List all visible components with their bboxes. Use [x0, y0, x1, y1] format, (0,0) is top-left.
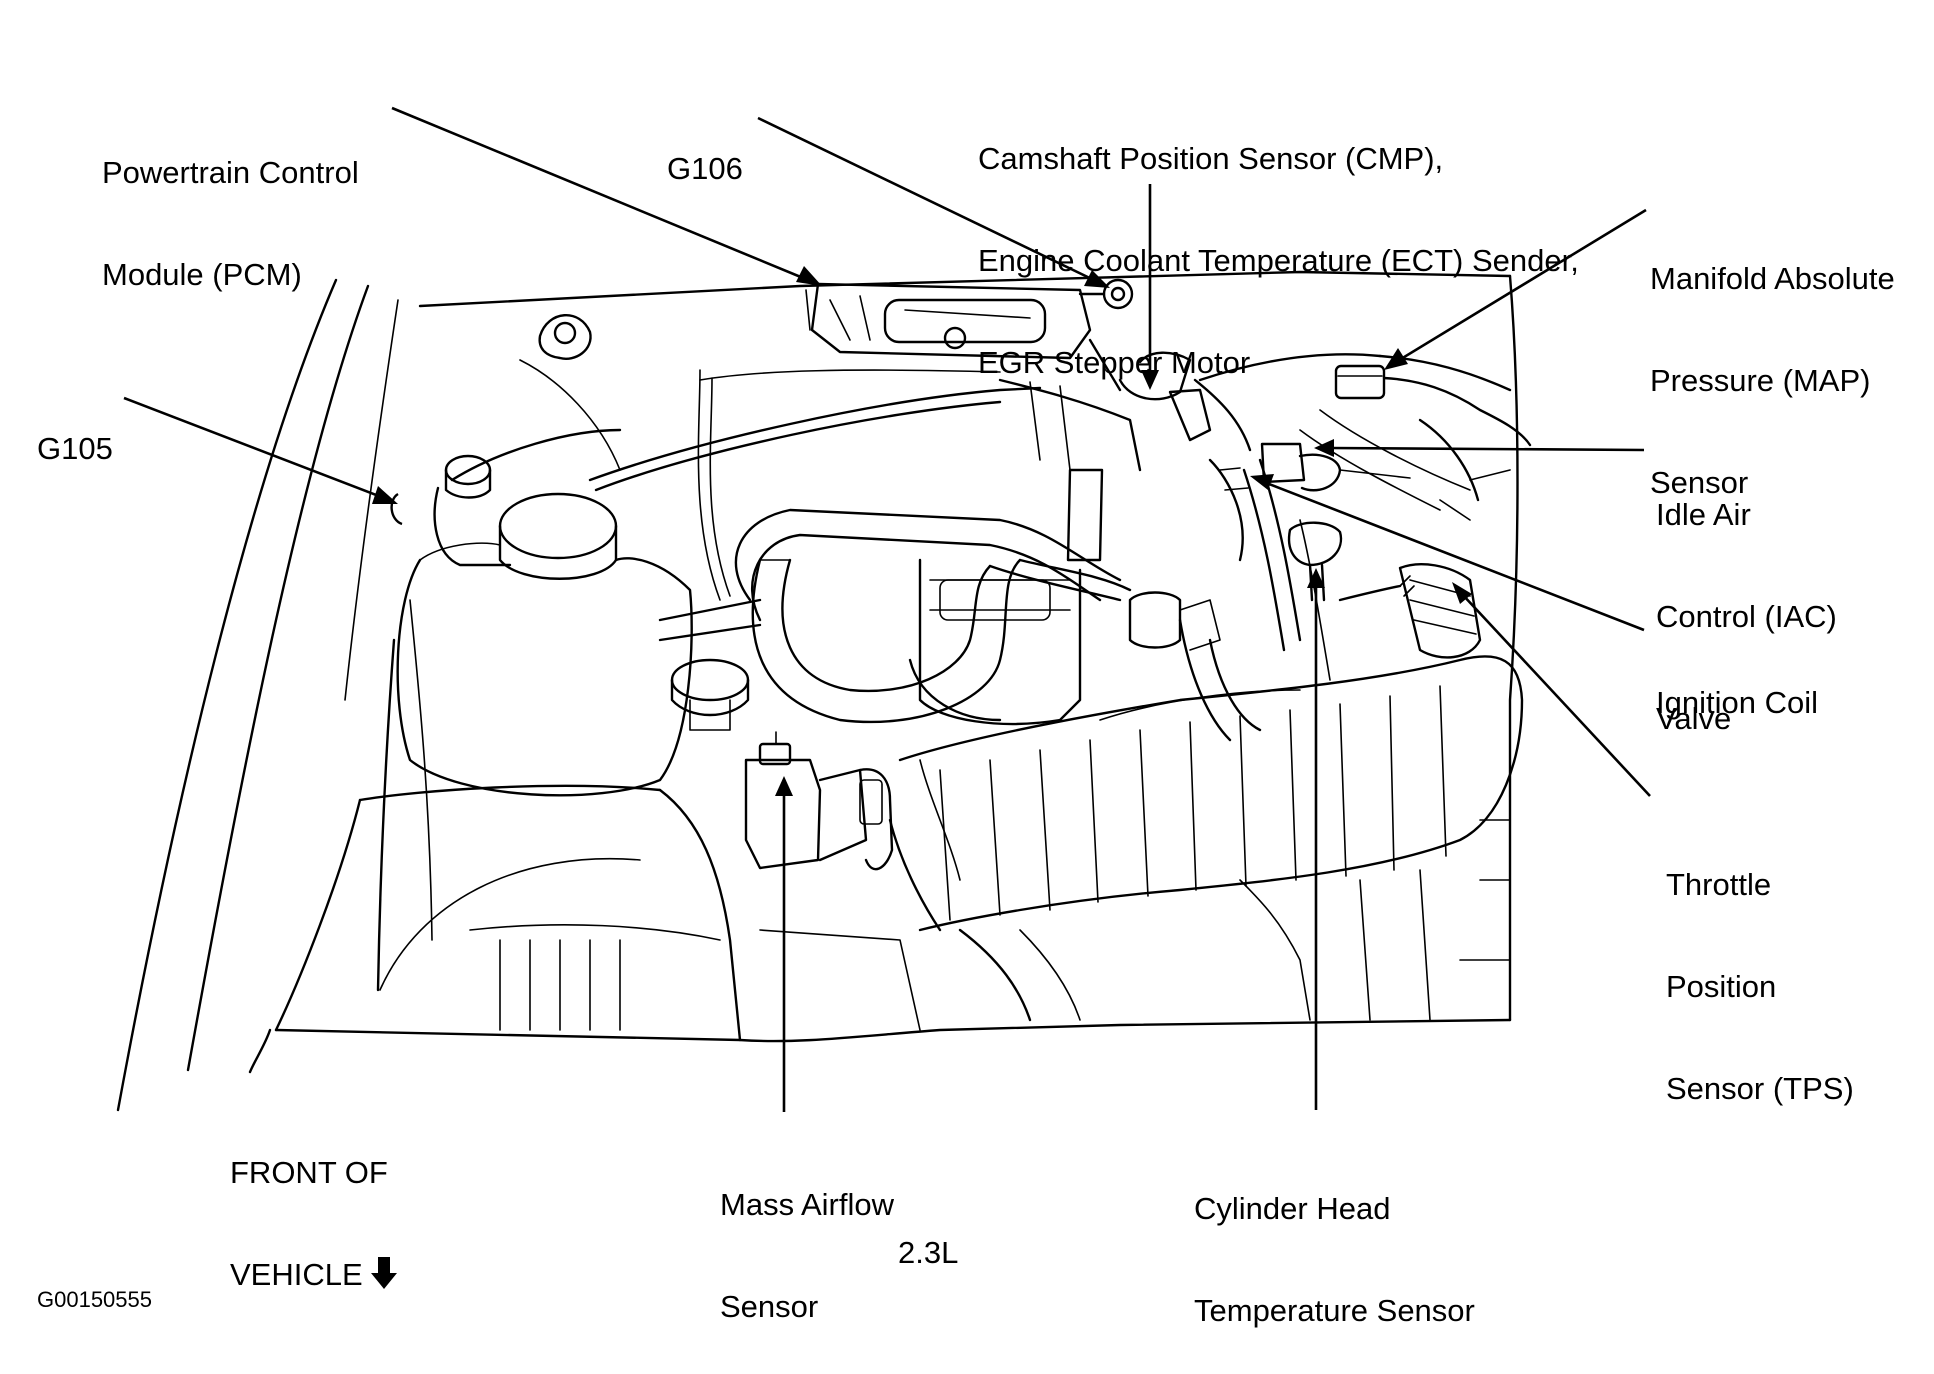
engine-block — [918, 558, 1082, 726]
label-map: Manifold Absolute Pressure (MAP) Sensor — [1650, 194, 1895, 534]
label-iac: Idle Air Control (IAC) Valve — [1656, 430, 1837, 770]
ignition-coil-arrowhead — [1250, 474, 1274, 490]
cmp-arrowhead — [1141, 370, 1159, 390]
label-map-line-1: Manifold Absolute — [1650, 261, 1895, 296]
coolant-reservoir — [396, 557, 693, 797]
label-maf-line-1: Mass Airflow — [720, 1187, 894, 1222]
engine-label: 2.3L — [898, 1235, 959, 1270]
label-map-line-3: Sensor — [1650, 465, 1749, 500]
label-pcm: Powertrain Control Module (PCM) — [102, 88, 359, 326]
air-intake-duct — [898, 655, 1524, 932]
label-cmp-line-1: Camshaft Position Sensor (CMP), — [978, 141, 1444, 176]
label-pcm-line-2: Module (PCM) — [102, 257, 302, 292]
label-front-of-vehicle: FRONT OF VEHICLE — [230, 1088, 397, 1326]
label-iac-line-3: Valve — [1656, 701, 1732, 736]
label-tps-line-2: Position — [1666, 969, 1777, 1004]
g105-arrowhead — [372, 486, 398, 504]
pcm-arrowhead — [796, 266, 822, 286]
label-chts-line-2: Temperature Sensor — [1194, 1293, 1475, 1328]
label-g106: G106 — [667, 84, 743, 220]
leader-lines — [123, 106, 1651, 1112]
upper-hose — [588, 386, 1042, 482]
map-leader — [1395, 208, 1647, 364]
label-chts-line-1: Cylinder Head — [1194, 1191, 1391, 1226]
left-fender-inner — [186, 284, 370, 1072]
iac-leader — [1329, 446, 1645, 452]
label-cmp: Camshaft Position Sensor (CMP), Engine C… — [978, 74, 1579, 414]
label-front-line-2-text: VEHICLE — [230, 1257, 363, 1292]
label-front-line-1: FRONT OF — [230, 1155, 388, 1190]
distributor-cap — [670, 658, 750, 702]
throttle-body — [1398, 563, 1482, 659]
label-tps-line-3: Sensor (TPS) — [1666, 1071, 1854, 1106]
label-front-line-2: VEHICLE — [230, 1257, 397, 1292]
g105-leader — [123, 396, 385, 500]
map-arrowhead — [1384, 348, 1408, 370]
label-pcm-line-1: Powertrain Control — [102, 155, 359, 190]
coolant-reservoir-cap — [498, 492, 618, 560]
label-iac-line-2: Control (IAC) — [1656, 599, 1837, 634]
label-tps: Throttle Position Sensor (TPS) — [1666, 800, 1854, 1140]
pcm-leader — [391, 106, 809, 282]
label-maf-line-2: Sensor — [720, 1289, 819, 1324]
label-ignition-coil-line-1: Ignition Coil — [1656, 685, 1818, 720]
chts-arrowhead — [1307, 568, 1325, 588]
fender-lip — [248, 1028, 272, 1074]
tps-leader — [1461, 593, 1651, 797]
label-g106-line-1: G106 — [667, 151, 743, 186]
label-cmp-line-3: EGR Stepper Motor — [978, 345, 1251, 380]
tps-arrowhead — [1452, 582, 1472, 604]
left-fender-outer — [116, 278, 338, 1112]
ignition-coil-leader — [1263, 480, 1645, 632]
g106-leader — [757, 116, 1099, 284]
label-maf: Mass Airflow Sensor — [720, 1120, 894, 1358]
label-chts: Cylinder Head Temperature Sensor — [1194, 1124, 1475, 1362]
label-ignition-coil: Ignition Coil — [1656, 618, 1818, 754]
pcm-module — [810, 282, 1092, 360]
label-g105-line-1: G105 — [37, 431, 113, 466]
g106-arrowhead — [1084, 270, 1110, 288]
engine-line-art — [116, 270, 1532, 1112]
maf-sensor-body — [744, 758, 822, 870]
figure-code: G00150555 — [37, 1287, 152, 1312]
label-iac-line-1: Idle Air — [1656, 497, 1751, 532]
radiator-support — [274, 1018, 1512, 1043]
map-sensor-body — [1334, 364, 1386, 400]
maf-arrowhead — [775, 776, 793, 796]
heater-hose-loop — [751, 558, 1022, 724]
down-arrow-icon — [370, 1257, 397, 1289]
label-tps-line-1: Throttle — [1666, 867, 1772, 902]
firewall-top — [418, 270, 1512, 308]
label-g105: G105 — [37, 364, 113, 500]
iac-arrowhead — [1314, 439, 1334, 457]
label-cmp-line-2: Engine Coolant Temperature (ECT) Sender, — [978, 243, 1579, 278]
label-map-line-2: Pressure (MAP) — [1650, 363, 1871, 398]
